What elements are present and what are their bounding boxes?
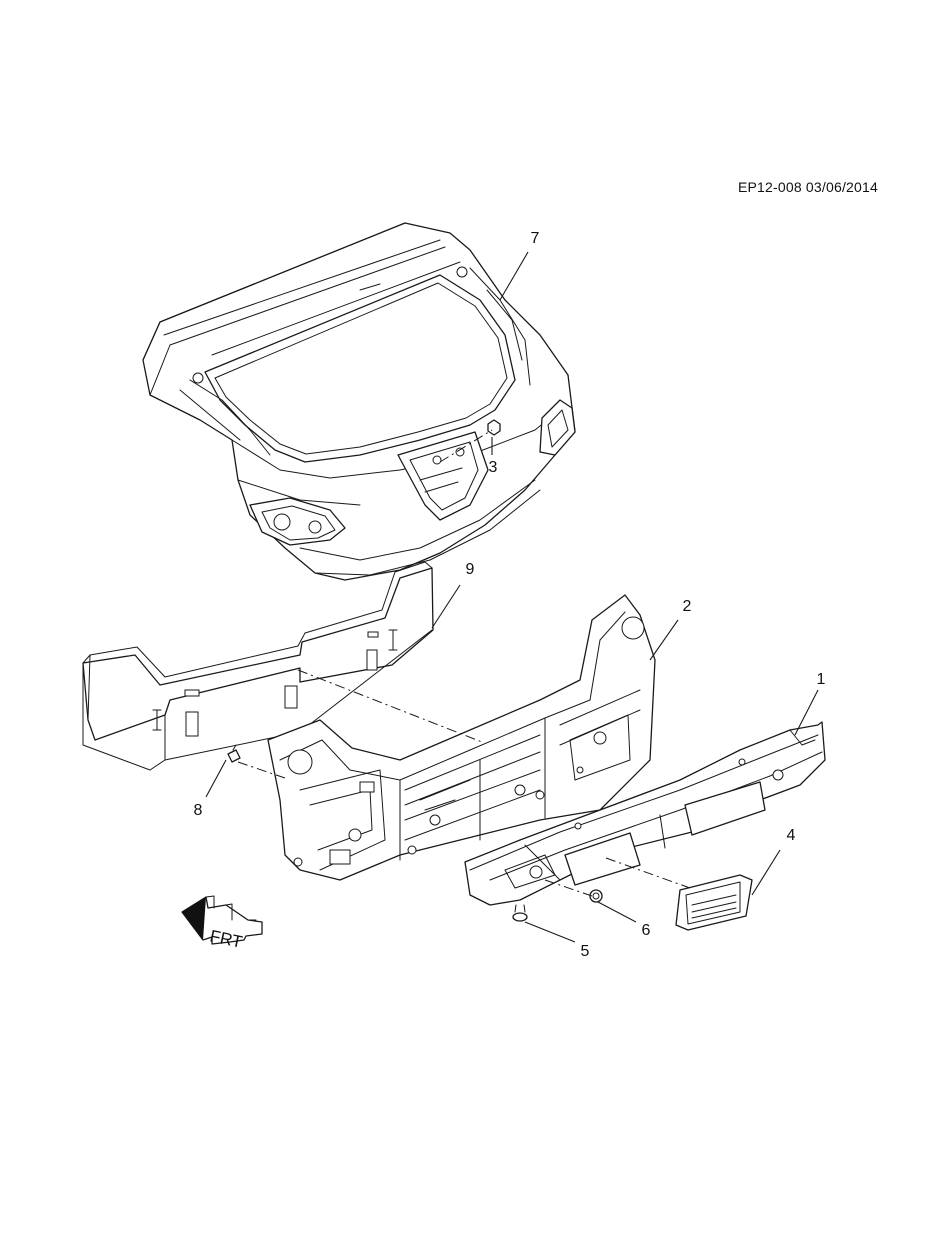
leader-7 <box>499 251 529 301</box>
document-reference: EP12-008 03/06/2014 <box>737 179 878 195</box>
leader-8 <box>205 759 227 798</box>
callout-5: 5 <box>580 943 590 960</box>
leader-9 <box>431 584 461 629</box>
insulator-pad-illustration <box>82 561 434 771</box>
leader-2 <box>649 619 679 661</box>
clip-illustration <box>227 744 241 763</box>
callout-9: 9 <box>465 561 475 578</box>
rear-end-panel-illustration <box>267 594 656 881</box>
liftgate-illustration <box>142 222 576 581</box>
callout-leaders <box>205 251 819 943</box>
leader-1 <box>794 689 819 736</box>
rear-end-panel-lower-inner-illustration <box>464 721 826 906</box>
callout-4: 4 <box>786 827 796 844</box>
callout-8: 8 <box>193 802 203 819</box>
plug-illustration <box>512 904 528 922</box>
leader-4 <box>751 849 781 896</box>
callout-6: 6 <box>641 922 651 939</box>
leader-6 <box>597 901 637 923</box>
front-direction-arrow-icon: FRT <box>181 895 263 952</box>
callout-7: 7 <box>530 230 540 247</box>
installation-lines <box>237 429 691 897</box>
pressure-relief-valve-illustration <box>675 874 753 931</box>
callout-2: 2 <box>682 598 692 615</box>
leader-5 <box>524 921 576 943</box>
liftgate-nut-illustration <box>487 419 501 436</box>
grommet-illustration <box>589 889 603 903</box>
callout-3: 3 <box>488 459 498 476</box>
callout-1: 1 <box>816 671 826 688</box>
